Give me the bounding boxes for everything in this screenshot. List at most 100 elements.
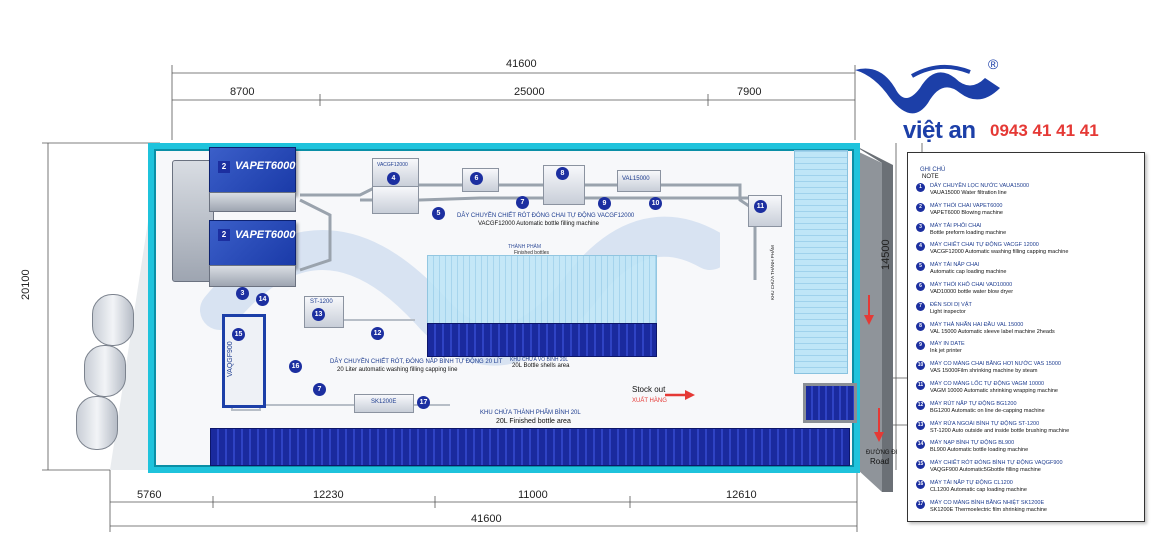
side-finished-storage	[794, 150, 848, 374]
legend-title-vn: GHI CHÚ	[920, 167, 946, 173]
road-arrow-down-icon-2	[874, 408, 884, 442]
legend-panel: GHI CHÚ NOTE 1 DÂY CHUYỀN LỌC NƯỚC VAUA15…	[907, 152, 1145, 522]
marker-9: 9	[598, 197, 611, 210]
dim-bottom-total: 41600	[471, 513, 502, 525]
marker-14: 14	[256, 293, 269, 306]
legend-item-vn: MÁY NẠP BÌNH TỰ ĐỘNG BL900	[930, 440, 1015, 447]
finished-bottles-vn: THÀNH PHẨM	[508, 244, 542, 250]
road-label-en: Road	[870, 457, 890, 466]
legend-item-en: Bottle preform loading machine	[930, 229, 1007, 236]
legend-item-vn: MÁY CO MÀNG LỐC TỰ ĐỘNG VAGM 10000	[930, 381, 1045, 387]
sk1200e-machine: SK1200E	[354, 394, 414, 413]
marker-13: 13	[312, 308, 325, 321]
legend-item-vn: MÁY RỬA NGOÀI BÌNH TỰ ĐỘNG ST-1200	[930, 420, 1040, 427]
marker-10: 10	[649, 197, 662, 210]
legend-item-number: 12	[916, 400, 925, 410]
line2-label-vn: DÂY CHUYỀN CHIẾT RÓT, ĐÓNG NẮP BÌNH TỰ Đ…	[330, 359, 503, 365]
silo-1	[92, 294, 134, 346]
silo-2	[84, 345, 126, 397]
legend-item-number: 2	[916, 202, 925, 212]
stock-out-vn: XUẤT HÀNG	[632, 398, 667, 404]
vapet-top-name: VAPET6000	[235, 160, 296, 172]
legend-item-vn: MÁY TẢI NẮP TỰ ĐỘNG CL1200	[930, 480, 1013, 486]
dim-top-seg-3: 7900	[737, 86, 762, 98]
line1-label-vn: DÂY CHUYỀN CHIẾT RÓT ĐÓNG CHAI TỰ ĐỘNG V…	[457, 213, 635, 219]
legend-item-en: VAS 15000Film shrinking machine by steam	[930, 368, 1038, 375]
silo-3	[76, 396, 118, 450]
val15000-machine: VAL15000	[617, 170, 661, 192]
vacgf12000-base	[372, 186, 419, 214]
legend-item-en: VAGM 10000 Automatic shrinking wrapping …	[930, 388, 1058, 394]
finished-20l-en: 20L Finished bottle area	[496, 418, 571, 425]
legend-item-en: VACGF12000 Automatic washing filling cap…	[930, 249, 1069, 256]
finished-bottles-storage: THÀNH PHẨM Finished bottles	[427, 244, 657, 325]
vapet6000-bottom: 2 VAPET6000	[209, 220, 296, 267]
legend-item-en: Light inspector	[930, 308, 966, 315]
vacgf-label: VACGF12000	[377, 162, 408, 168]
legend-item-number: 10	[916, 361, 925, 371]
legend-item-en: Automatic cap loading machine	[930, 269, 1007, 276]
vapet-bottom-base	[209, 265, 296, 287]
vaqgf900-label: VAQGF900	[227, 341, 234, 377]
vapet-bottom-number: 2	[218, 229, 230, 241]
legend-item-vn: DÂY CHUYỀN LỌC NƯỚC VAUA15000	[930, 183, 1030, 189]
road-label-vn: ĐƯỜNG ĐI	[866, 450, 898, 456]
legend-item-number: 17	[916, 499, 925, 509]
legend-item-number: 5	[916, 262, 925, 272]
brand-name: việt an	[903, 117, 976, 144]
legend-item-vn: MÁY TẢI NẮP CHAI	[930, 262, 980, 269]
marker-5: 5	[432, 207, 445, 220]
brand-phone: 0943 41 41 41	[990, 121, 1099, 140]
legend-item-en: VAUA15000 Water filtration line	[930, 190, 1007, 196]
legend-item-en: Ink jet printer	[930, 348, 962, 355]
legend-item-number: 14	[916, 440, 925, 450]
legend-item-number: 15	[916, 460, 925, 470]
marker-15: 15	[232, 328, 245, 341]
legend-item-number: 11	[916, 381, 925, 390]
side-storage-label: KHU CHỨA THÀNH PHẨM	[770, 245, 775, 300]
finished-bottles-en: Finished bottles	[514, 250, 550, 256]
marker-6: 6	[470, 172, 483, 185]
vapet6000-top: 2 VAPET6000	[209, 147, 296, 194]
st1200-label: ST-1200	[310, 299, 333, 305]
marker-8: 8	[556, 167, 569, 180]
legend-item-vn: MÁY RÚT NẮP TỰ ĐỘNG BG1200	[930, 400, 1017, 407]
legend-item-vn: MÁY CO MÀNG BÌNH BẰNG NHIỆT SK1200E	[930, 499, 1045, 506]
marker-11: 11	[754, 200, 767, 213]
finished-20l-vn: KHU CHỨA THÀNH PHẨM BÌNH 20L	[480, 410, 581, 416]
viet-an-logo-icon	[855, 64, 1000, 114]
dim-top-seg-2: 25000	[514, 86, 545, 98]
marker-12: 12	[371, 327, 384, 340]
legend-item-vn: MÁY CO MÀNG CHAI BẰNG HƠI NƯỚC VAS 15000	[930, 361, 1061, 368]
sk1200e-label: SK1200E	[371, 399, 397, 405]
shells-area-en: 20L Bottle shells area	[512, 363, 570, 369]
legend-item-number: 16	[916, 480, 925, 489]
road-arrow-down-icon	[864, 295, 874, 325]
legend-item-number: 13	[916, 420, 925, 430]
dim-bottom-seg-3: 11000	[518, 489, 548, 501]
legend-item-vn: MÁY TẢI PHÔI CHAI	[930, 222, 982, 229]
legend-item-vn: MÁY CHIẾT CHAI TỰ ĐỘNG VACGF 12000	[930, 242, 1039, 249]
vapet-top-base	[209, 192, 296, 212]
legend-item-vn: MÁY THỔI KHÔ CHAI VAD10000	[930, 282, 1013, 288]
legend-item-en: VAQGF900 Automatic5Gbottle filling machi…	[930, 467, 1041, 474]
legend-item-number: 1	[916, 183, 925, 192]
legend-item-vn: MÁY THỔI CHAI VAPET6000	[930, 202, 1003, 209]
legend-item-en: VAL 15000 Automatic sleeve label machine…	[930, 328, 1055, 335]
legend-item-en: BL900 Automatic bottle loading machine	[930, 447, 1029, 454]
legend-item-number: 4	[916, 242, 925, 252]
legend-item-en: VAPET6000 Blowing machine	[930, 209, 1003, 216]
water-filtration-line	[172, 160, 214, 282]
legend-item-vn: ĐÈN SOI DỊ VẬT	[930, 301, 972, 308]
loading-bay	[803, 383, 857, 423]
shells-area-vn: KHU CHỨA VỎ BÌNH 20L	[510, 357, 569, 363]
legend-title-en: NOTE	[922, 174, 939, 180]
legend-item-number: 8	[916, 321, 925, 331]
legend-item-en: CL1200 Automatic cap loading machine	[930, 487, 1027, 493]
finished-20l-area	[210, 428, 850, 466]
legend-item-en: BG1200 Automatic on line de-capping mach…	[930, 407, 1045, 414]
vapet-bottom-name: VAPET6000	[235, 229, 296, 241]
legend-item-number: 6	[916, 282, 925, 291]
line1-label-en: VACGF12000 Automatic bottle filling mach…	[478, 221, 599, 227]
dim-bottom-seg-2: 12230	[313, 489, 344, 501]
